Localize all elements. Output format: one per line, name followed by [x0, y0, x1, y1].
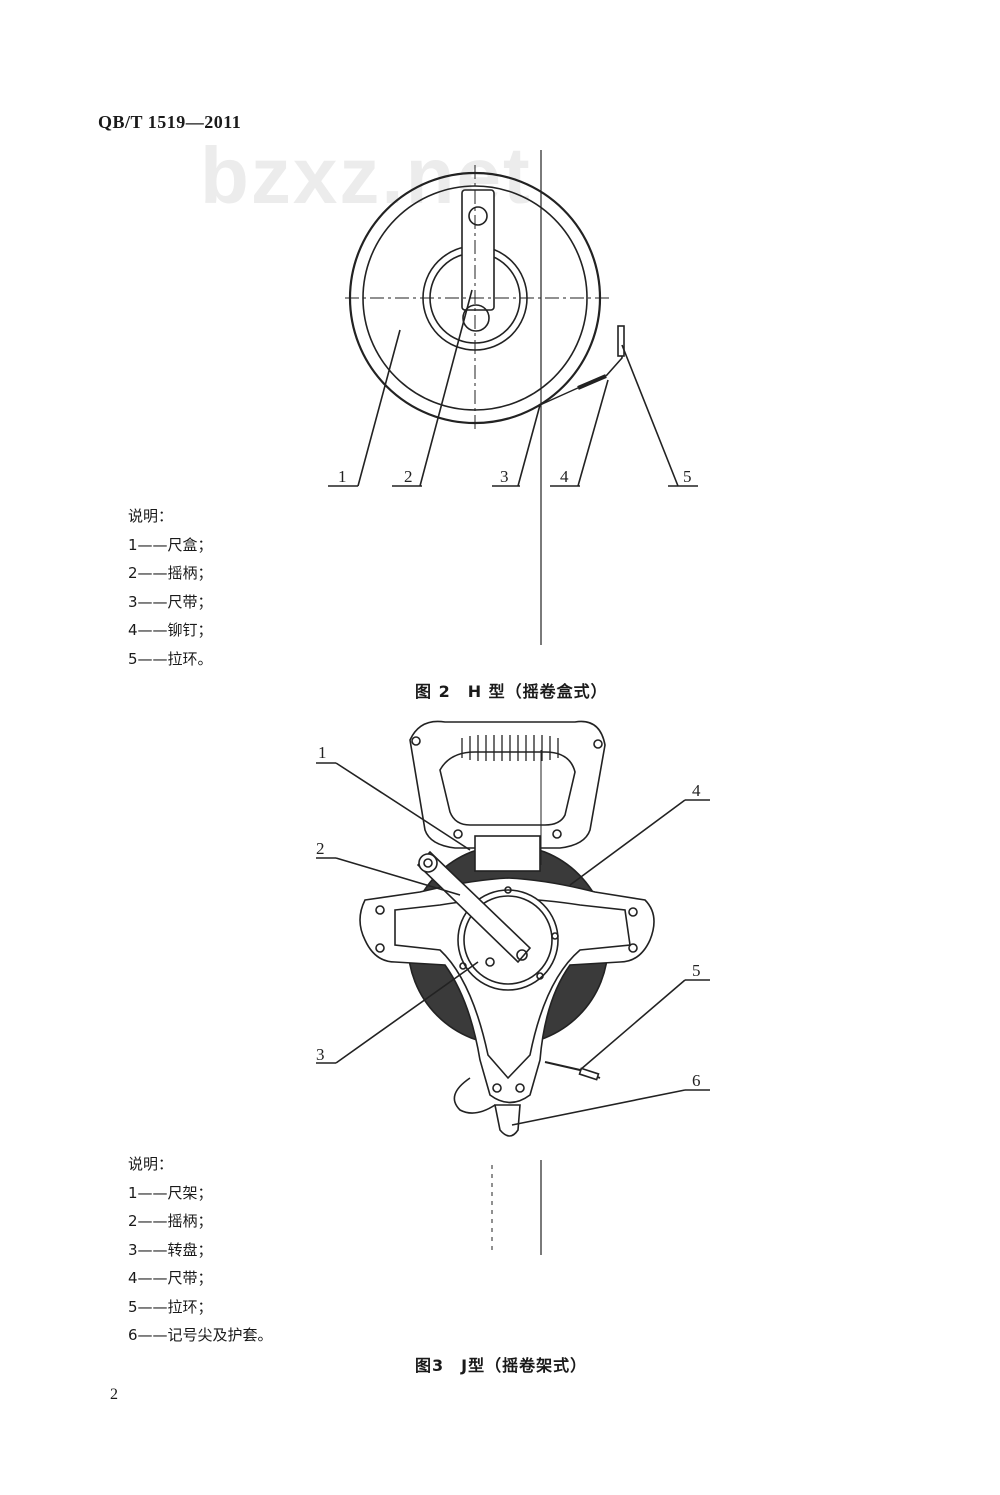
- legend-title: 说明：: [128, 507, 174, 525]
- legend-item: 2——摇柄；: [128, 564, 213, 582]
- legend-item: 4——铆钉；: [128, 621, 213, 639]
- figure-3-caption: 图3 J型（摇卷架式）: [415, 1356, 588, 1375]
- fig2-callout-2: 2: [404, 467, 413, 486]
- fig2-callout-3: 3: [500, 467, 509, 486]
- legend-item: 5——拉环；: [128, 1297, 213, 1316]
- legend-item: 3——转盘；: [128, 1240, 213, 1259]
- figure-3-legend: 说明： 1——尺架； 2——摇柄； 3——转盘； 4——尺带； 5——拉环； 6…: [128, 1150, 273, 1350]
- figure-3-drawing: 1 2 3 4 5 6: [316, 720, 710, 1255]
- figure-2-caption: 图 2 H 型（摇卷盒式）: [415, 682, 608, 701]
- fig3-callout-4: 4: [692, 781, 701, 800]
- page-number: 2: [110, 1386, 118, 1403]
- fig3-callout-5: 5: [692, 961, 701, 980]
- fig2-callout-5: 5: [683, 467, 692, 486]
- standard-code: QB/T 1519—2011: [98, 112, 242, 132]
- legend-item: 1——尺架；: [128, 1183, 213, 1202]
- fig3-callout-2: 2: [316, 839, 325, 858]
- legend-title: 说明：: [128, 1155, 174, 1173]
- figure-2-drawing: 1 2 3 4 5: [328, 150, 698, 645]
- legend-item: 2——摇柄；: [128, 1212, 213, 1230]
- fig3-callout-6: 6: [692, 1071, 701, 1090]
- fig3-callout-3: 3: [316, 1045, 325, 1064]
- legend-item: 4——尺带；: [128, 1269, 213, 1287]
- figure-2-legend: 说明： 1——尺盒； 2——摇柄； 3——尺带； 4——铆钉； 5——拉环。: [128, 502, 213, 673]
- fig3-callout-1: 1: [318, 743, 327, 762]
- legend-item: 1——尺盒；: [128, 535, 213, 554]
- fig2-callout-4: 4: [560, 467, 569, 486]
- legend-item: 5——拉环。: [128, 649, 213, 668]
- fig2-callout-1: 1: [338, 467, 347, 486]
- legend-item: 6——记号尖及护套。: [128, 1326, 273, 1344]
- legend-item: 3——尺带；: [128, 592, 213, 611]
